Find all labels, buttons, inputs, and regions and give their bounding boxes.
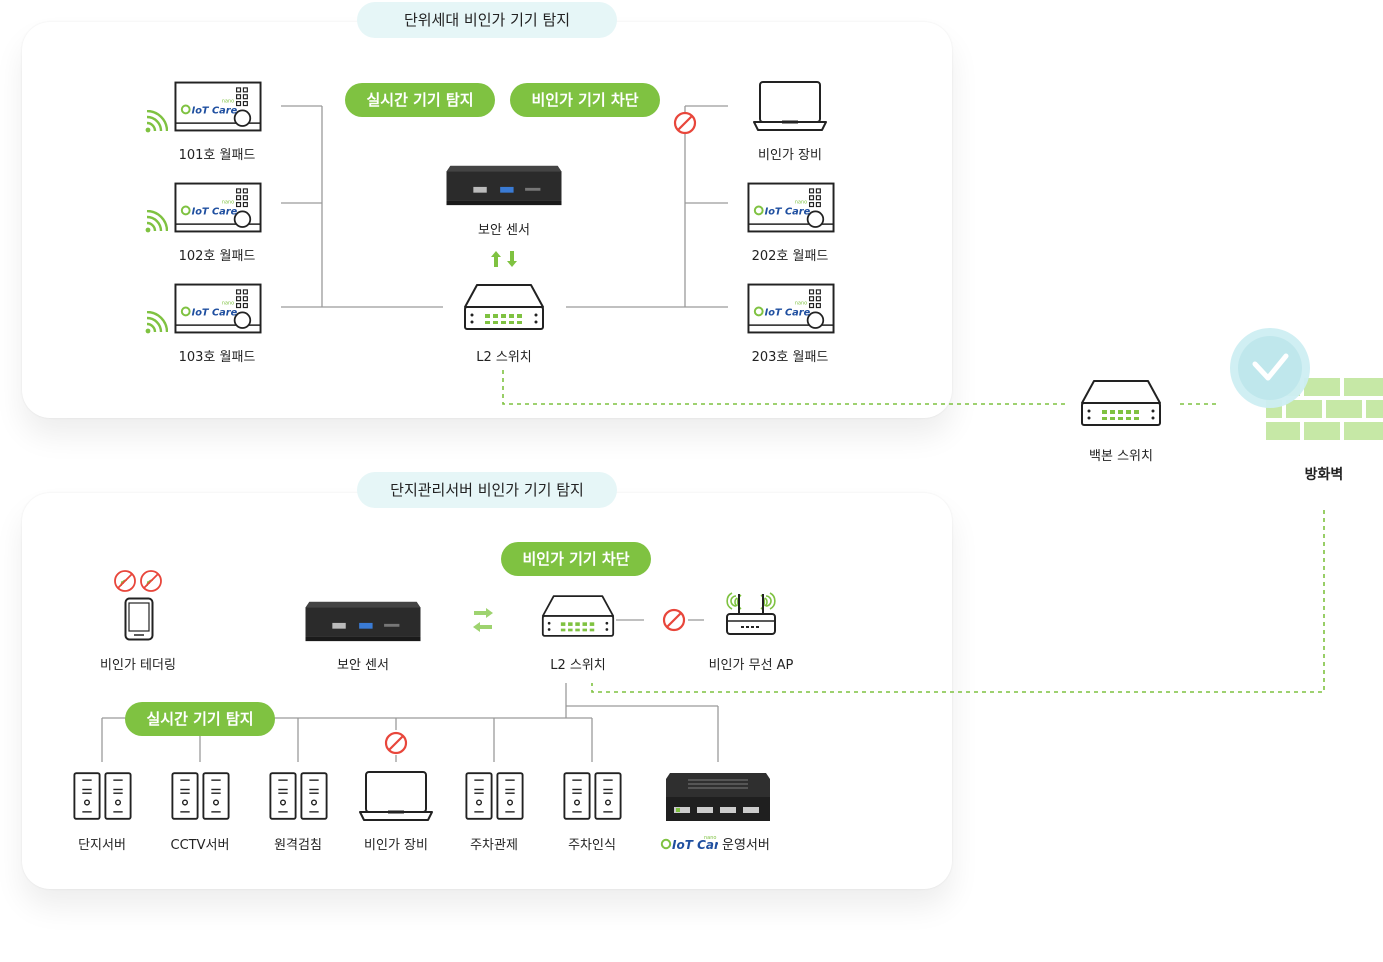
server-label-complex: 단지서버 xyxy=(78,838,126,853)
unauthorized-laptop-icon xyxy=(752,80,828,132)
server-tower-icon xyxy=(300,770,328,822)
wallpad-103-label: 103호 월패드 xyxy=(178,350,256,365)
wifi-icon xyxy=(144,110,168,134)
smartphone-icon xyxy=(124,597,154,641)
top-detect-pill: 실시간 기기 탐지 xyxy=(345,83,495,117)
server-label-cctv: CCTV서버 xyxy=(170,838,230,853)
top-switch-label: L2 스위치 xyxy=(476,350,532,365)
wallpad-102-label: 102호 월패드 xyxy=(178,249,256,264)
server-tower-icon xyxy=(202,770,230,822)
server-tower-icon xyxy=(594,770,622,822)
up-down-arrows-icon xyxy=(491,251,517,267)
firewall-icon xyxy=(1230,328,1383,440)
ops-server-label-group: IoT Care nano 운영서버 xyxy=(660,832,790,854)
wallpad-202-icon xyxy=(747,182,835,233)
server-tower-icon xyxy=(104,770,132,822)
block-icon xyxy=(673,111,697,135)
blocked-signal-icon xyxy=(114,570,136,592)
bottom-block-pill: 비인가 기기 차단 xyxy=(501,542,651,576)
wifi-icon xyxy=(144,210,168,234)
firewall-label: 방화벽 xyxy=(1304,467,1344,483)
top-panel-title: 단위세대 비인가 기기 탐지 xyxy=(357,2,617,38)
ops-server-appliance-icon xyxy=(666,773,770,821)
wifi-icon xyxy=(144,311,168,335)
bottom-sensor-label: 보안 센서 xyxy=(337,658,389,673)
svg-text:IoT Care: IoT Care xyxy=(672,838,718,852)
bottom-detect-pill: 실시간 기기 탐지 xyxy=(125,702,275,736)
server-tower-icon xyxy=(563,770,591,822)
ops-server-label: 운영서버 xyxy=(722,838,770,853)
bottom-panel-title: 단지관리서버 비인가 기기 탐지 xyxy=(357,472,617,508)
wallpad-101-icon xyxy=(174,81,262,132)
svg-text:nano: nano xyxy=(704,835,716,841)
wallpad-202-label: 202호 월패드 xyxy=(751,249,829,264)
wallpad-101-label: 101호 월패드 xyxy=(178,148,256,163)
security-sensor-icon xyxy=(443,162,565,208)
unauthorized-laptop-icon xyxy=(358,770,434,822)
server-label-parking-recognition: 주차인식 xyxy=(568,838,616,853)
block-icon xyxy=(384,731,408,755)
top-block-pill: 비인가 기기 차단 xyxy=(510,83,660,117)
wireless-ap-icon xyxy=(726,592,776,635)
server-label-metering: 원격검침 xyxy=(274,838,322,853)
wallpad-203-icon xyxy=(747,283,835,334)
backbone-switch-icon xyxy=(1080,379,1162,427)
backbone-switch-label: 백본 스위치 xyxy=(1089,449,1153,464)
server-tower-icon xyxy=(171,770,199,822)
server-label-unauth: 비인가 장비 xyxy=(364,838,428,853)
wallpad-103-icon xyxy=(174,283,262,334)
wallpad-102-icon xyxy=(174,182,262,233)
ap-label: 비인가 무선 AP xyxy=(708,658,794,673)
bottom-switch-label: L2 스위치 xyxy=(550,658,606,673)
server-tower-icon xyxy=(496,770,524,822)
iotcare-logo-icon: IoT Care nano xyxy=(660,835,718,852)
l2-switch-icon xyxy=(541,594,615,638)
server-tower-icon xyxy=(269,770,297,822)
top-sensor-label: 보안 센서 xyxy=(478,223,530,238)
left-right-arrows-icon xyxy=(473,608,493,632)
security-sensor-icon xyxy=(301,598,425,644)
l2-switch-icon xyxy=(463,283,545,331)
block-icon xyxy=(662,608,686,632)
tethering-label: 비인가 테더링 xyxy=(100,658,176,673)
server-tower-icon xyxy=(465,770,493,822)
server-label-parking-control: 주차관제 xyxy=(470,838,518,853)
wallpad-203-label: 203호 월패드 xyxy=(751,350,829,365)
top-unauth-label: 비인가 장비 xyxy=(758,148,822,163)
bottom-panel xyxy=(22,493,952,889)
server-tower-icon xyxy=(73,770,101,822)
blocked-signal-icon xyxy=(140,570,162,592)
